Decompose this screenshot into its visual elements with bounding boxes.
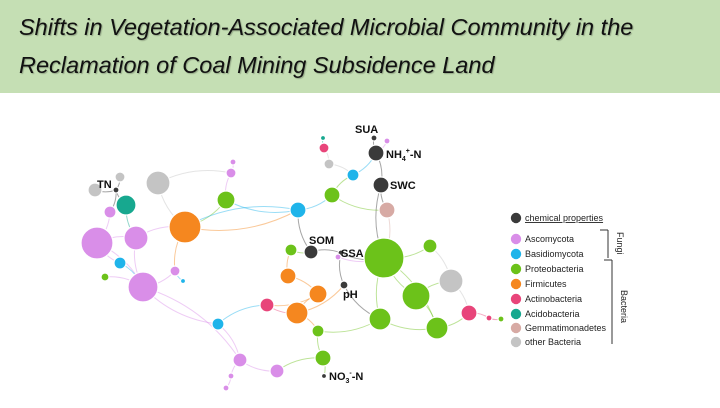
label-ph: pH xyxy=(343,289,358,301)
network-node-proteobacteria xyxy=(401,281,431,311)
network-node-chemical-properties xyxy=(367,144,385,162)
network-node-actinobacteria xyxy=(318,142,330,154)
label-tn: TN xyxy=(97,179,112,191)
network-node-chemical-properties xyxy=(339,280,349,290)
network-node-ascomycota xyxy=(103,205,117,219)
network-node-firmicutes xyxy=(168,210,202,244)
network-node-acidobacteria xyxy=(319,134,327,142)
legend-swatch-actinobacteria xyxy=(510,293,522,305)
legend-label-ascomycota: Ascomycota xyxy=(525,234,574,244)
network-edge xyxy=(217,304,268,325)
network-node-other-bacteria xyxy=(145,170,171,196)
network-node-firmicutes xyxy=(308,284,328,304)
label-nh4-n: NH4+-N xyxy=(386,148,422,163)
network-node-ascomycota xyxy=(227,372,235,380)
network-node-basidiomycota xyxy=(211,317,225,331)
legend-label-gemmatimonadetes: Gemmatimonadetes xyxy=(525,323,607,333)
network-node-chemical-properties xyxy=(370,134,378,142)
legend-swatch-proteobacteria xyxy=(510,263,522,275)
network-node-proteobacteria xyxy=(323,186,341,204)
network-node-gemmatimonadetes xyxy=(378,201,396,219)
legend-label-acidobacteria: Acidobacteria xyxy=(525,309,580,319)
network-node-other-bacteria xyxy=(438,268,464,294)
network-node-proteobacteria xyxy=(368,307,392,331)
legend-label-proteobacteria: Proteobacteria xyxy=(525,264,584,274)
network-node-ascomycota xyxy=(232,352,248,368)
label-som: SOM xyxy=(309,235,334,247)
legend-swatch-basidiomycota xyxy=(510,248,522,260)
node-labels: SUA NH4+-N SWC TN SOM SSA pH NO3--N xyxy=(97,124,422,385)
network-node-ascomycota xyxy=(127,271,159,303)
slide-title: Shifts in Vegetation-Associated Microbia… xyxy=(19,14,634,78)
network-node-chemical-properties xyxy=(112,186,120,194)
legend-swatch-ascomycota xyxy=(510,233,522,245)
label-sua: SUA xyxy=(355,124,378,136)
legend-swatch-chemical xyxy=(510,212,522,224)
legend: chemical properties Ascomycota Basidiomy… xyxy=(510,212,629,348)
network-node-acidobacteria xyxy=(115,194,137,216)
legend-label-chemical: chemical properties xyxy=(525,213,604,223)
network-node-actinobacteria xyxy=(460,304,478,322)
legend-swatch-firmicutes xyxy=(510,278,522,290)
network-node-proteobacteria xyxy=(425,316,449,340)
label-ssa: SSA xyxy=(341,248,364,260)
network-node-chemical-properties xyxy=(303,244,319,260)
title-band: Shifts in Vegetation-Associated Microbia… xyxy=(0,0,720,93)
legend-label-firmicutes: Firmicutes xyxy=(525,279,567,289)
network-node-other-bacteria xyxy=(323,158,335,170)
network-node-basidiomycota xyxy=(346,168,360,182)
network-edge xyxy=(184,206,299,228)
legend-group-bacteria: Bacteria xyxy=(619,290,629,323)
network-node-other-bacteria xyxy=(87,182,103,198)
legend-label-basidiomycota: Basidiomycota xyxy=(525,249,584,259)
network-node-chemical-properties xyxy=(320,372,328,380)
legend-label-other-bacteria: other Bacteria xyxy=(525,337,581,347)
network-node-ascomycota xyxy=(225,167,237,179)
network-node-actinobacteria xyxy=(259,297,275,313)
network-node-ascomycota xyxy=(334,253,342,261)
network-node-ascomycota xyxy=(269,363,285,379)
network-node-proteobacteria xyxy=(422,238,438,254)
network-node-proteobacteria xyxy=(284,243,298,257)
label-no3-n: NO3--N xyxy=(329,370,363,385)
network-nodes xyxy=(80,134,505,392)
network-node-ascomycota xyxy=(383,137,391,145)
network-node-firmicutes xyxy=(285,301,309,325)
legend-group-fungi: Fungi xyxy=(615,232,625,255)
legend-swatch-acidobacteria xyxy=(510,308,522,320)
network-edge xyxy=(142,286,241,361)
network-node-proteobacteria xyxy=(314,349,332,367)
network-node-other-bacteria xyxy=(114,171,126,183)
network-node-basidiomycota xyxy=(113,256,127,270)
network-node-proteobacteria xyxy=(363,237,405,279)
network-node-basidiomycota xyxy=(179,277,187,285)
label-swc: SWC xyxy=(390,180,416,192)
network-node-chemical-properties xyxy=(372,176,390,194)
network-node-proteobacteria xyxy=(311,324,325,338)
network-node-ascomycota xyxy=(222,384,230,392)
network-node-actinobacteria xyxy=(485,314,493,322)
network-node-ascomycota xyxy=(123,225,149,251)
network-node-firmicutes xyxy=(279,267,297,285)
network-node-ascomycota xyxy=(80,226,114,260)
network-node-ascomycota xyxy=(229,158,237,166)
legend-swatch-gemmatimonadetes xyxy=(510,322,522,334)
legend-label-actinobacteria: Actinobacteria xyxy=(525,294,582,304)
network-node-proteobacteria xyxy=(216,190,236,210)
legend-swatch-other-bacteria xyxy=(510,336,522,348)
network-node-basidiomycota xyxy=(289,201,307,219)
network-node-ascomycota xyxy=(169,265,181,277)
network-node-proteobacteria xyxy=(100,272,110,282)
network-node-proteobacteria xyxy=(497,315,505,323)
